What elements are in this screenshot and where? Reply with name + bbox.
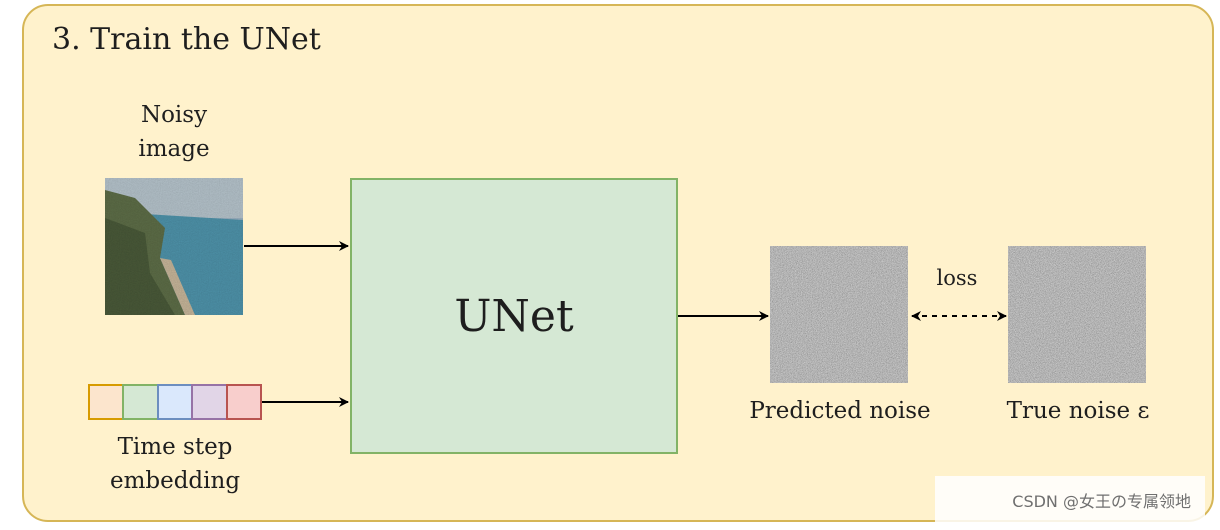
watermark: CSDN @女王の专属领地 bbox=[935, 476, 1205, 524]
unet-block: UNet bbox=[350, 178, 678, 454]
embedding-cell bbox=[225, 384, 263, 420]
unet-label: UNet bbox=[454, 290, 574, 342]
diagram-title: 3. Train the UNet bbox=[52, 22, 321, 57]
loss-label: loss bbox=[936, 266, 978, 290]
timestep-embedding bbox=[88, 384, 263, 420]
true-noise-label: True noise ε bbox=[1006, 398, 1150, 424]
timestep-label-line2: embedding bbox=[109, 468, 241, 494]
embedding-cell bbox=[156, 384, 194, 420]
timestep-label-line1: Time step bbox=[117, 434, 233, 460]
noisy-image-label-line1: Noisy bbox=[140, 102, 208, 128]
noisy-image-label: Noisy image bbox=[110, 98, 238, 166]
true-noise-image bbox=[1008, 246, 1146, 383]
timestep-label: Time step embedding bbox=[92, 430, 258, 498]
embedding-cell bbox=[122, 384, 159, 420]
noisy-image bbox=[105, 178, 243, 315]
noisy-image-label-line2: image bbox=[138, 136, 210, 162]
embedding-cell bbox=[191, 384, 228, 420]
predicted-noise-image bbox=[770, 246, 908, 383]
predicted-noise-label: Predicted noise bbox=[749, 398, 931, 424]
